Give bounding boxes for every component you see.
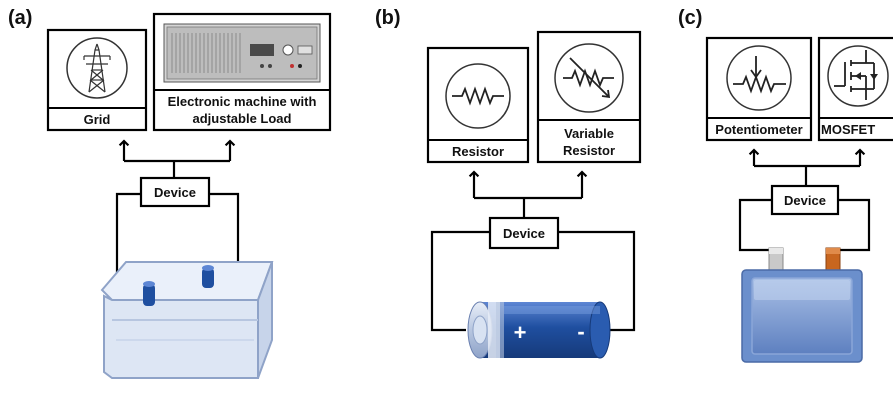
- cylindrical-battery-icon: + -: [467, 301, 611, 359]
- panel-c-letter: (c): [678, 7, 702, 29]
- battery-minus: -: [577, 319, 584, 344]
- potentiometer-label: Potentiometer: [715, 122, 802, 137]
- resistor-label: Resistor: [452, 144, 504, 159]
- panel-b-letter: (b): [375, 7, 401, 29]
- wire-right-b: [558, 230, 636, 332]
- panel-a-letter: (a): [8, 7, 32, 29]
- grid-label: Grid: [84, 112, 111, 127]
- panel-c: (c) Potentiometer: [678, 7, 893, 363]
- variable-resistor-symbol-icon: [554, 43, 624, 113]
- panel-a: (a) Grid: [8, 7, 332, 379]
- load-label-line2: adjustable Load: [193, 111, 292, 126]
- device-label-a: Device: [154, 185, 196, 200]
- panel-c-arrows: [748, 148, 866, 186]
- lead-acid-battery-icon: [100, 261, 274, 379]
- variable-label-line2: Resistor: [563, 143, 615, 158]
- battery-plus: +: [514, 320, 527, 345]
- panel-b: (b) Resistor Variable Resistor: [375, 7, 642, 359]
- load-machine-box: Electronic machine with adjustable Load: [152, 12, 332, 132]
- device-label-c: Device: [784, 193, 826, 208]
- wire-left-b: [430, 230, 490, 332]
- wire-right-c: [833, 198, 871, 252]
- panel-a-arrows: [118, 139, 236, 178]
- resistor-symbol-icon: [445, 63, 511, 129]
- variable-resistor-box: Variable Resistor: [536, 30, 642, 164]
- pouch-battery-icon: [741, 247, 863, 363]
- device-label-b: Device: [503, 226, 545, 241]
- wire-left-c: [738, 198, 775, 252]
- device-box-a: Device: [139, 176, 211, 208]
- potentiometer-symbol-icon: [726, 45, 792, 111]
- transmission-tower-icon: [66, 37, 128, 99]
- load-label-line1: Electronic machine with: [168, 94, 317, 109]
- mosfet-box: MOSFET: [817, 36, 893, 142]
- mosfet-symbol-icon: [827, 45, 889, 107]
- grid-box: Grid: [46, 28, 148, 132]
- rack-load-machine-icon: [163, 23, 321, 83]
- device-box-c: Device: [770, 184, 840, 216]
- resistor-box: Resistor: [426, 46, 530, 164]
- variable-label-line1: Variable: [564, 126, 614, 141]
- panel-b-arrows: [468, 170, 588, 218]
- device-box-b: Device: [488, 216, 560, 250]
- mosfet-label: MOSFET: [821, 122, 875, 137]
- potentiometer-box: Potentiometer: [705, 36, 813, 142]
